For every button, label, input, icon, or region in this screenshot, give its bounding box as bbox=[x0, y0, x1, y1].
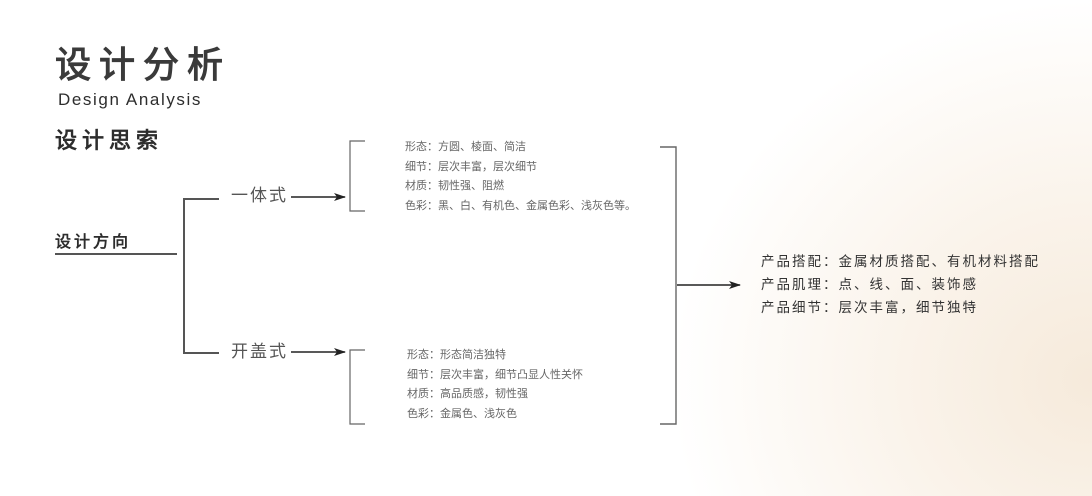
branch-label-integrated: 一体式 bbox=[231, 186, 288, 206]
bracket-left-flip-lid bbox=[349, 349, 365, 425]
details-integrated: 形态：方圆、棱面、简洁 细节：层次丰富，层次细节 材质：韧性强、阻燃 色彩：黑、… bbox=[405, 137, 636, 215]
root-underline bbox=[55, 253, 177, 255]
root-node-label: 设计方向 bbox=[55, 232, 132, 251]
bracket-left-integrated bbox=[349, 140, 365, 212]
details-flip-lid: 形态：形态简洁独特 细节：层次丰富，细节凸显人性关怀 材质：高品质感，韧性强 色… bbox=[407, 345, 583, 423]
section-title: 设计思索 bbox=[55, 129, 164, 154]
detail-item: 形态：形态简洁独特 bbox=[407, 348, 506, 361]
branch-connector-bottom bbox=[183, 352, 219, 354]
detail-item: 材质：高品质感，韧性强 bbox=[407, 387, 528, 400]
branch-label-flip-lid: 开盖式 bbox=[231, 342, 288, 362]
summary-block: 产品搭配：金属材质搭配、有机材料搭配 产品肌理：点、线、面、装饰感 产品细节：层… bbox=[761, 251, 1040, 320]
bracket-right-merge bbox=[660, 146, 677, 425]
page-title: 设计分析 bbox=[55, 45, 232, 86]
branch-connector-top bbox=[183, 198, 219, 200]
page-subtitle-en: Design Analysis bbox=[58, 90, 203, 109]
detail-item: 色彩：金属色、浅灰色 bbox=[407, 406, 517, 420]
detail-item: 细节：层次丰富，细节凸显人性关怀 bbox=[407, 367, 583, 381]
detail-item: 形态：方圆、棱面、简洁 bbox=[405, 140, 526, 153]
detail-item: 色彩：黑、白、有机色、金属色彩、浅灰色等。 bbox=[405, 198, 636, 212]
detail-item: 材质：韧性强、阻燃 bbox=[405, 179, 504, 192]
summary-item: 产品肌理：点、线、面、装饰感 bbox=[761, 277, 978, 293]
detail-item: 细节：层次丰富，层次细节 bbox=[405, 159, 537, 173]
summary-item: 产品搭配：金属材质搭配、有机材料搭配 bbox=[761, 254, 1040, 270]
branch-connector-vertical bbox=[183, 198, 185, 353]
summary-item: 产品细节：层次丰富，细节独特 bbox=[761, 300, 978, 316]
